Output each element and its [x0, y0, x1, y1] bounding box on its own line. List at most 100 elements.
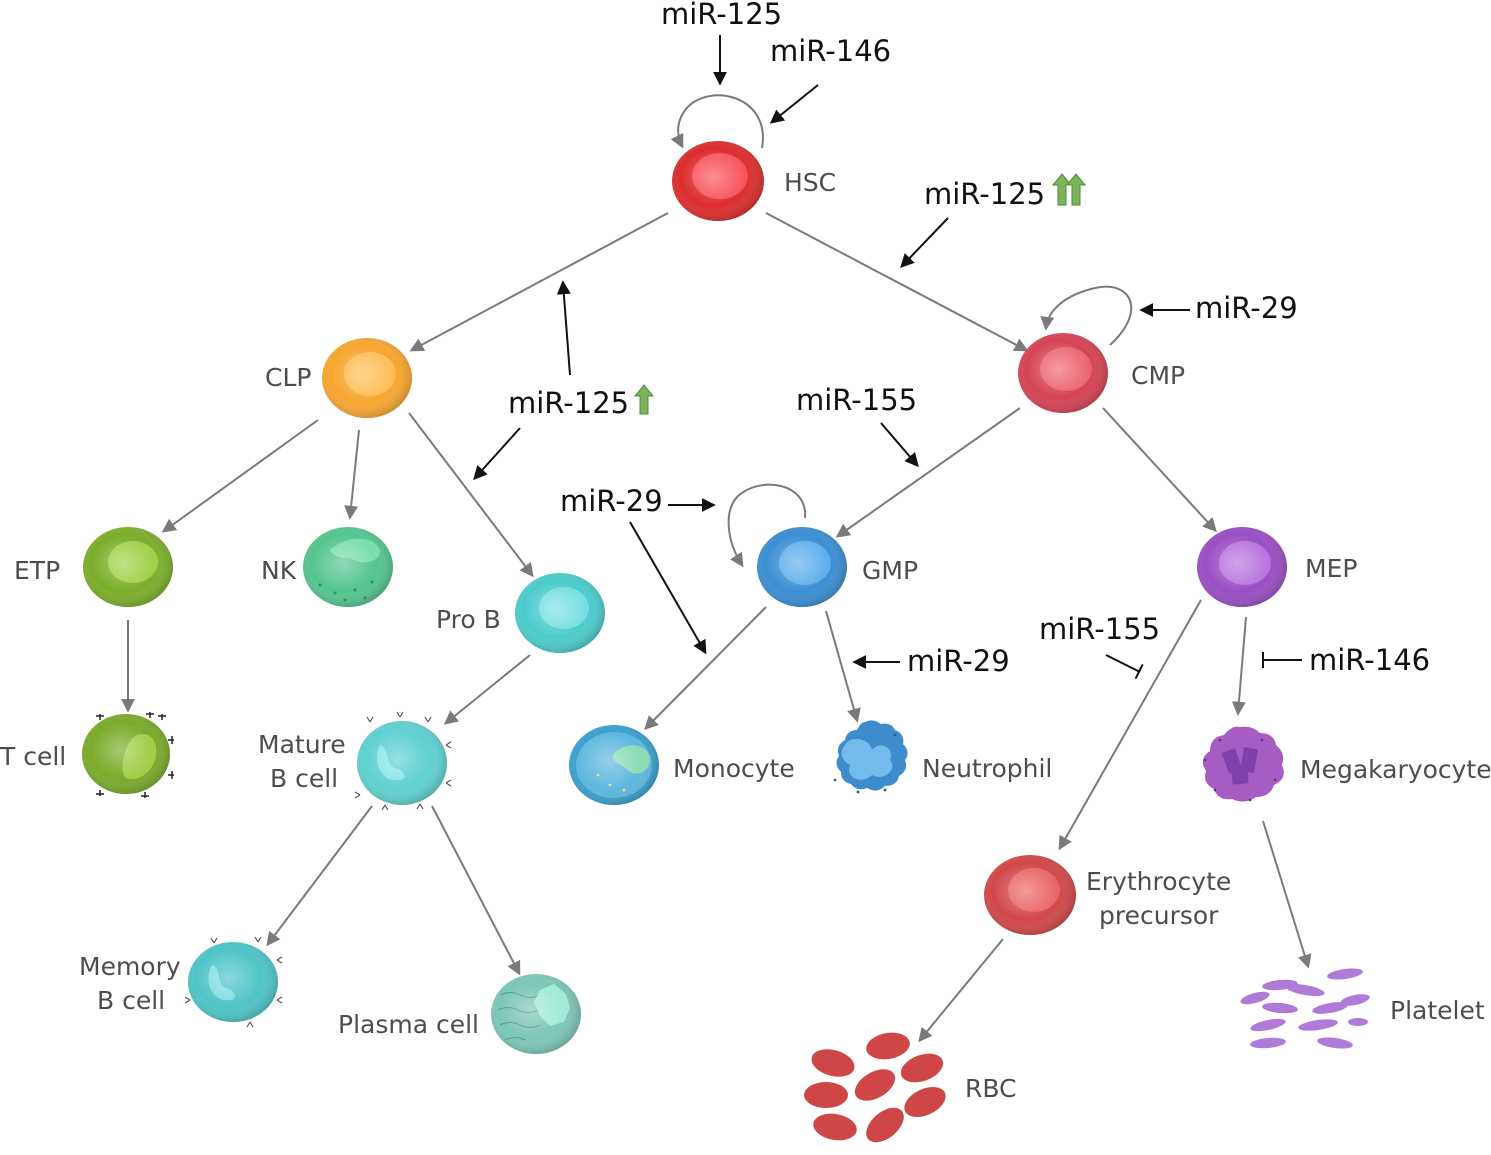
cell-memoryb [184, 936, 283, 1028]
mir-arrow-clp-up [556, 280, 571, 376]
rbc-disc [813, 1113, 857, 1141]
cell-hsc [672, 141, 764, 221]
platelet-piece [1340, 994, 1370, 1006]
cell-erythro [984, 855, 1076, 935]
rbc-disc [866, 1107, 904, 1143]
label-rbc: RBC [965, 1074, 1017, 1103]
rbc-disc [854, 1069, 896, 1101]
upregulation-arrows [633, 173, 1087, 415]
loop-gmp [727, 483, 807, 568]
cell-megakaryocyte [1202, 726, 1284, 802]
mir-arrow-clp-down [473, 427, 521, 481]
mir-label-mep-erythro: miR-155 [1039, 612, 1160, 646]
arrow-clp-etp [161, 419, 319, 533]
cell-plasma [491, 974, 581, 1054]
label-prob: Pro B [436, 605, 501, 634]
arrow-matureb-memoryb [266, 805, 373, 947]
arrow-mep-mega [1231, 616, 1247, 716]
loop-hsc [670, 94, 764, 149]
mirna-labels: miR-125 miR-146 miR-125 miR-29 miR-125 m… [508, 0, 1430, 678]
mir-arrow-cmp-gmp [880, 422, 919, 468]
cell-neutrophil [833, 720, 908, 794]
label-erythro-1: Erythrocyte [1086, 867, 1231, 896]
cell-monocyte [569, 725, 659, 805]
platelet-piece [1240, 991, 1270, 1005]
mir-label-hsc-top: miR-125 [661, 0, 782, 31]
cell-clp [322, 338, 412, 418]
platelet-piece [1250, 1037, 1286, 1049]
arrow-gmp-monocyte [644, 606, 767, 730]
platelet-cluster [1240, 968, 1370, 1049]
up-arrow-icon [1051, 173, 1073, 206]
arrow-mep-erythro [1058, 599, 1202, 851]
loop-cmp [1040, 285, 1133, 346]
cell-tcell [82, 712, 174, 798]
arrow-gmp-neutrophil [825, 610, 861, 723]
platelet-piece [1327, 968, 1363, 980]
label-tcell: T cell [0, 742, 66, 771]
cell-matureb [354, 711, 452, 811]
label-matureb-1: Mature [258, 730, 346, 759]
rbc-disc [904, 1086, 946, 1118]
lineage-arrows [121, 212, 1312, 1043]
arrow-cmp-mep [1102, 407, 1217, 533]
mir-label-hsc-cmp: miR-125 [924, 177, 1045, 211]
mir-inhibit-erythro [1105, 654, 1144, 680]
label-hsc: HSC [784, 168, 836, 197]
arrow-clp-prob [408, 412, 534, 578]
arrow-clp-nk [344, 429, 360, 520]
label-platelet: Platelet [1390, 996, 1485, 1025]
cell-cmp [1018, 333, 1108, 413]
cell-prob [515, 573, 605, 653]
label-matureb-2: B cell [270, 764, 338, 793]
label-gmp: GMP [862, 556, 918, 585]
up-arrow-icon [633, 384, 655, 415]
mir-label-cmp-self: miR-29 [1195, 291, 1298, 325]
mir-arrow-hsc-right [769, 84, 819, 124]
label-etp: ETP [14, 556, 60, 585]
platelet-piece [1262, 1002, 1298, 1014]
rbc-disc [811, 1049, 855, 1077]
rbc-cluster [804, 1032, 946, 1143]
mir-label-clp-branch: miR-125 [508, 386, 629, 420]
cell-labels: HSC CLP CMP ETP NK Pro B GMP MEP T cell … [0, 168, 1491, 1103]
label-erythro-2: precursor [1099, 901, 1219, 930]
label-mep: MEP [1305, 554, 1357, 583]
cells [82, 141, 1370, 1143]
platelet-piece [1298, 1019, 1338, 1031]
cell-mep [1197, 527, 1287, 607]
cell-etp [83, 527, 173, 607]
up-arrow-icon [1065, 173, 1087, 206]
arrow-hsc-clp [409, 212, 669, 352]
label-megakaryocyte: Megakaryocyte [1300, 755, 1491, 784]
label-neutrophil: Neutrophil [922, 754, 1052, 783]
label-memoryb-2: B cell [97, 986, 165, 1015]
label-nk: NK [261, 556, 297, 585]
mir-label-gmp-neutrophil: miR-29 [907, 644, 1010, 678]
arrow-erythro-rbc [918, 938, 1004, 1043]
platelet-piece [1250, 1018, 1286, 1032]
mirna-arrows [473, 35, 1302, 680]
arrow-matureb-plasma [431, 805, 521, 976]
platelet-piece [1285, 983, 1325, 997]
arrow-prob-matureb [443, 654, 531, 725]
platelet-piece [1317, 1037, 1353, 1049]
rbc-disc [866, 1032, 910, 1060]
cell-nk [303, 527, 393, 607]
label-memoryb-1: Memory [79, 952, 181, 981]
label-monocyte: Monocyte [673, 754, 795, 783]
arrow-mega-platelet [1262, 820, 1312, 969]
arrow-cmp-gmp [835, 407, 1021, 538]
mir-label-hsc-right: miR-146 [770, 34, 891, 68]
platelet-piece [1348, 1018, 1368, 1026]
platelet-piece [1312, 1002, 1348, 1014]
label-clp: CLP [265, 363, 311, 392]
self-renewal-loops [670, 94, 1133, 568]
mir-label-cmp-gmp: miR-155 [796, 383, 917, 417]
label-plasma: Plasma cell [338, 1010, 479, 1039]
rbc-disc [804, 1082, 848, 1108]
rbc-disc [900, 1053, 944, 1083]
cell-gmp [757, 527, 847, 607]
